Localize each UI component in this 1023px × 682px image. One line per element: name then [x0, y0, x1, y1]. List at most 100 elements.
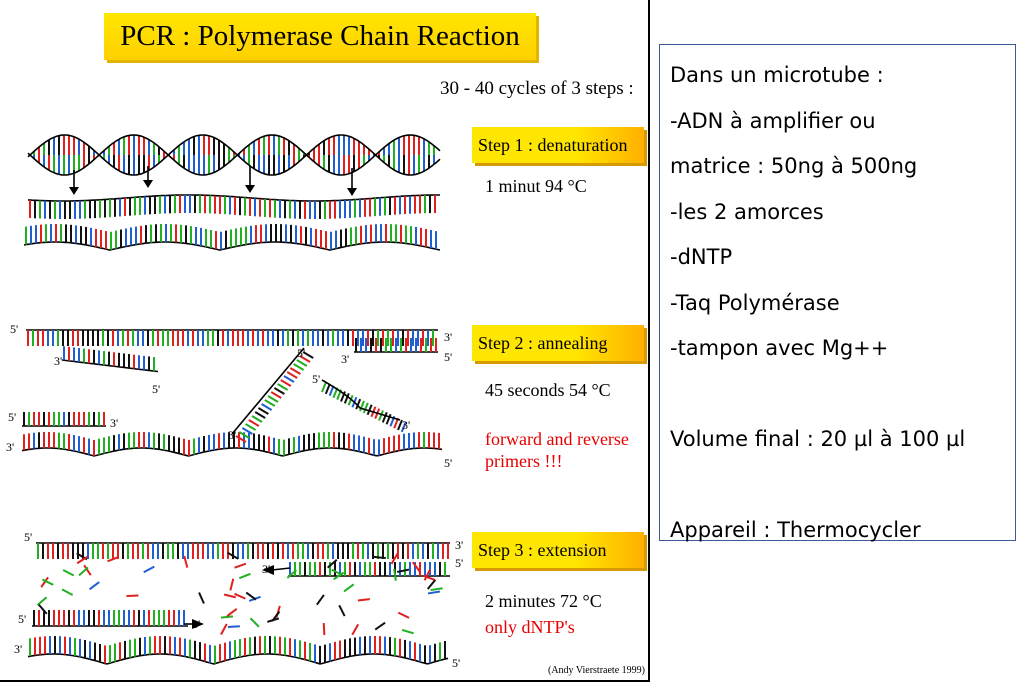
primer-base: [238, 431, 250, 439]
dntp: [183, 555, 189, 568]
primer-base: [261, 403, 273, 411]
credit: (Andy Vierstraete 1999): [548, 665, 645, 676]
step-3-conditions: 2 minutes 72 °C: [485, 591, 602, 611]
end-label: 3': [54, 354, 63, 368]
dntp: [223, 593, 236, 599]
primer-base: [321, 381, 327, 393]
end-label: 5': [18, 612, 27, 626]
primer-base: [378, 410, 384, 421]
primer-base: [359, 400, 365, 412]
dntp: [61, 588, 74, 596]
step-2-label: Step 2 : annealing: [472, 325, 644, 361]
end-label: 3': [228, 428, 237, 442]
primer-base: [385, 413, 392, 425]
end-label: 5': [455, 556, 464, 570]
primer-base: [264, 399, 276, 407]
strand-backbone: [21, 447, 443, 457]
dntp: [423, 569, 431, 581]
panel-line: [670, 372, 1015, 418]
end-label: 3': [6, 440, 15, 454]
dntp: [397, 611, 410, 619]
end-label: 5': [8, 410, 17, 424]
dntp: [426, 579, 437, 590]
dntp: [427, 590, 441, 595]
primer-base: [270, 391, 282, 399]
primer-base: [324, 383, 331, 395]
end-label: 3': [14, 642, 23, 656]
arrow-head: [245, 185, 255, 193]
primer-base: [248, 419, 260, 427]
dntp: [374, 621, 386, 631]
primer-base: [286, 371, 298, 379]
primer-base: [343, 393, 350, 404]
dntp: [143, 565, 155, 574]
dntp: [198, 592, 205, 604]
step-1-label: Step 1 : denaturation: [472, 127, 644, 163]
primer-base: [296, 359, 308, 367]
dntp: [227, 625, 240, 628]
primer-base: [283, 375, 295, 383]
figure-title: PCR : Polymerase Chain Reaction: [104, 13, 536, 60]
dntp: [390, 553, 399, 565]
dntp: [430, 587, 443, 592]
primer-base: [397, 419, 403, 431]
end-label: 3': [262, 562, 271, 576]
dntp: [412, 561, 421, 573]
dntp: [238, 572, 251, 580]
panel-line: Volume final : 20 µl à 100 µl: [670, 427, 966, 451]
step-3-label: Step 3 : extension: [472, 532, 644, 568]
dntp: [333, 571, 345, 581]
end-label: 3': [192, 617, 201, 631]
step-1-conditions: 1 minut 94 °C: [485, 176, 587, 196]
primer-base: [277, 383, 289, 391]
dntp: [229, 578, 235, 591]
primer-backbone: [321, 379, 401, 421]
dntp: [343, 583, 355, 593]
dntp: [373, 555, 386, 560]
dntp: [220, 623, 228, 636]
primer-base: [289, 367, 301, 375]
pcr-figure: PCR : Polymerase Chain Reaction 30 - 40 …: [0, 0, 650, 682]
dntp: [327, 559, 338, 569]
dntp: [234, 562, 247, 569]
dntp: [271, 610, 281, 622]
arrow-head: [143, 180, 153, 188]
step-3-note: only dNTP's: [485, 617, 575, 637]
end-label: 5': [452, 656, 461, 670]
panel-line: -ADN à amplifier ou: [670, 108, 876, 133]
dntp: [220, 615, 234, 619]
dntp: [38, 604, 48, 615]
arrow-head: [347, 188, 357, 196]
arrow-head: [69, 187, 79, 195]
end-label: 5': [297, 346, 306, 360]
panel-line: [670, 463, 1015, 509]
panel-line: matrice : 50ng à 500ng: [670, 154, 918, 178]
primer-backbone: [231, 347, 305, 435]
arrow-head: [262, 565, 274, 575]
end-label: 5': [24, 530, 33, 544]
end-label: 5': [312, 372, 321, 386]
end-label: 3': [455, 538, 464, 552]
dntp: [351, 623, 360, 636]
dntp: [76, 556, 88, 565]
dntp: [234, 592, 246, 600]
dntp: [40, 576, 49, 588]
cycles-text: 30 - 40 cycles of 3 steps :: [440, 78, 634, 99]
dna-illustration: [21, 134, 450, 665]
panel-line: -les 2 amorces: [670, 199, 824, 224]
dntp: [397, 568, 410, 573]
primer-base: [254, 411, 266, 419]
dntp: [42, 578, 54, 586]
primer-base: [257, 407, 269, 415]
dntp: [422, 574, 435, 581]
end-label: 5': [152, 382, 161, 396]
dntp: [338, 604, 346, 617]
panel-line: -dNTP: [670, 245, 733, 269]
primer-base: [347, 394, 354, 406]
dntp: [316, 594, 325, 606]
end-label: 5': [10, 322, 19, 336]
primer-base: [400, 421, 407, 433]
helix-strand: [27, 134, 441, 176]
dntp: [227, 551, 239, 560]
strand-backbone: [27, 653, 449, 665]
